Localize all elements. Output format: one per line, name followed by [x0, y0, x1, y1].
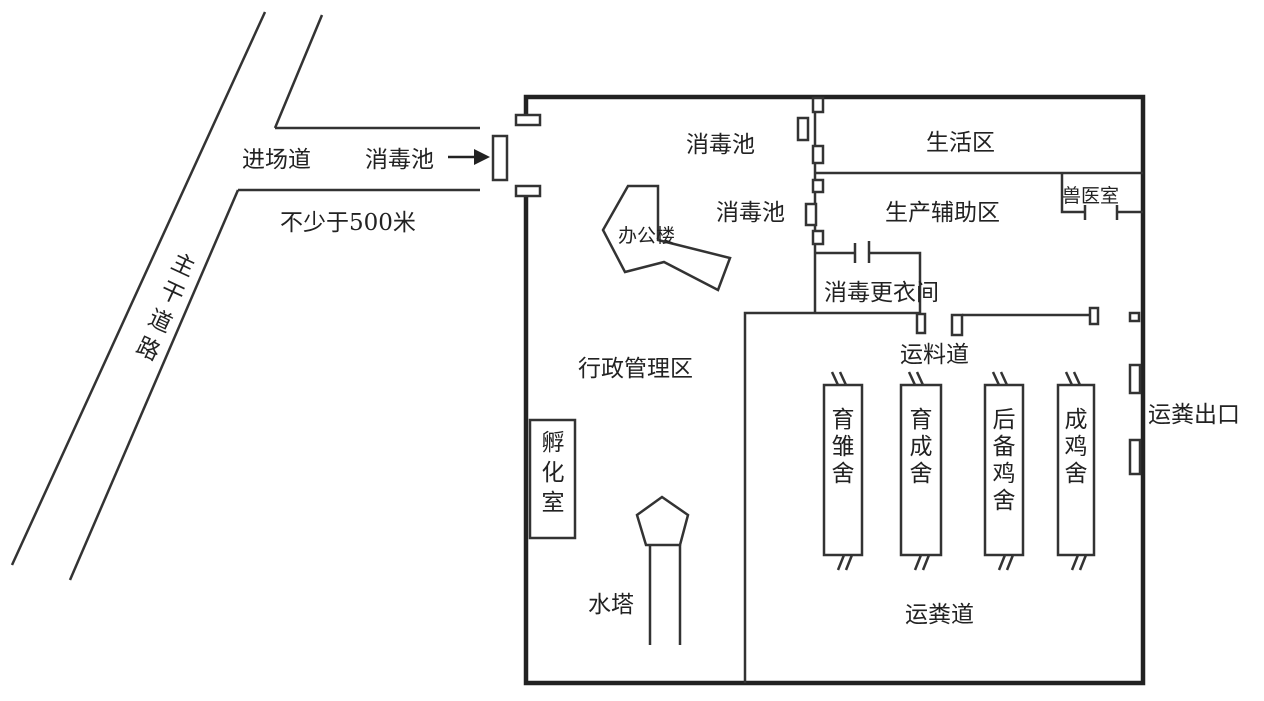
manure-road-label: 运粪道	[905, 602, 974, 628]
entry-road-label: 进场道	[242, 147, 311, 173]
chicken-house-label: 育	[832, 407, 855, 433]
ventilation-mark	[999, 371, 1009, 386]
chicken-house-label: 育	[910, 407, 933, 433]
feed-road-label: 运料道	[900, 342, 969, 368]
gate-post	[514, 113, 542, 127]
svg-text:道: 道	[144, 305, 176, 338]
chicken-house-label: 舍	[993, 488, 1016, 514]
chicken-house-label: 成	[910, 434, 933, 460]
chicken-house: 育雏舍	[822, 371, 864, 571]
chicken-house: 育成舍	[899, 371, 943, 571]
pool-admin-label: 消毒池	[686, 132, 755, 158]
ventilation-mark	[1072, 371, 1082, 386]
chicken-house-label: 备	[993, 434, 1016, 460]
ventilation-mark	[913, 554, 923, 571]
entry-disinfection-pool	[491, 134, 509, 182]
chicken-house-label: 成	[1065, 407, 1088, 433]
svg-text:孵: 孵	[542, 430, 565, 456]
svg-text:化: 化	[542, 460, 565, 486]
ventilation-mark	[1005, 554, 1015, 571]
admin-area-label: 行政管理区	[578, 356, 693, 382]
ventilation-mark	[1078, 554, 1088, 571]
water-tower	[635, 495, 690, 645]
chicken-house-label: 后	[993, 407, 1016, 433]
exit-post	[1128, 438, 1142, 476]
farm-boundary-wall	[523, 94, 1146, 686]
hatchery-label: 孵 化 室	[542, 430, 565, 516]
ventilation-mark	[838, 371, 848, 386]
svg-text:路: 路	[132, 333, 164, 366]
svg-text:干: 干	[156, 277, 188, 310]
chicken-house-label: 舍	[910, 461, 933, 487]
ventilation-mark	[1070, 554, 1080, 571]
vet-room-label: 兽医室	[1062, 185, 1119, 207]
production-aux-area-label: 生产辅助区	[885, 200, 1000, 226]
main-road	[10, 11, 324, 581]
exit-post	[1128, 363, 1142, 395]
ventilation-mark	[915, 371, 925, 386]
ventilation-mark	[991, 371, 1001, 386]
divider-pools	[796, 96, 825, 246]
ventilation-mark	[844, 554, 854, 571]
entry-pool-label: 消毒池	[365, 147, 434, 173]
office-building	[601, 184, 732, 292]
production-zone-wall	[743, 311, 1090, 683]
ventilation-mark	[997, 554, 1007, 571]
water-tower-label: 水塔	[588, 592, 634, 618]
main-road-label: 主 干 道 路	[132, 249, 199, 366]
office-label: 办公楼	[618, 225, 675, 247]
vet-room	[1060, 173, 1143, 220]
ventilation-mark	[1064, 371, 1074, 386]
changing-room-label: 消毒更衣间	[824, 280, 939, 306]
arrow-icon	[448, 149, 490, 165]
hatchery	[528, 418, 577, 540]
pool-production-label: 消毒池	[716, 200, 785, 226]
living-area-label: 生活区	[926, 130, 995, 156]
chicken-house-label: 舍	[832, 461, 855, 487]
distance-label: 不少于500米	[280, 210, 416, 236]
production-gate-pools	[915, 306, 1141, 337]
chicken-house-label: 鸡	[993, 461, 1016, 487]
chicken-house: 成鸡舍	[1056, 371, 1096, 571]
changing-room	[815, 241, 922, 313]
chicken-house-label: 舍	[1065, 461, 1088, 487]
entry-road	[238, 126, 480, 192]
svg-text:室: 室	[542, 490, 565, 516]
ventilation-mark	[830, 371, 840, 386]
svg-text:主: 主	[167, 249, 199, 282]
ventilation-mark	[836, 554, 846, 571]
chicken-house-label: 鸡	[1065, 434, 1088, 460]
manure-exit-label: 运粪出口	[1148, 402, 1240, 428]
ventilation-mark	[921, 554, 931, 571]
gate-post	[514, 184, 542, 198]
chicken-house-label: 雏	[832, 434, 855, 460]
ventilation-mark	[907, 371, 917, 386]
